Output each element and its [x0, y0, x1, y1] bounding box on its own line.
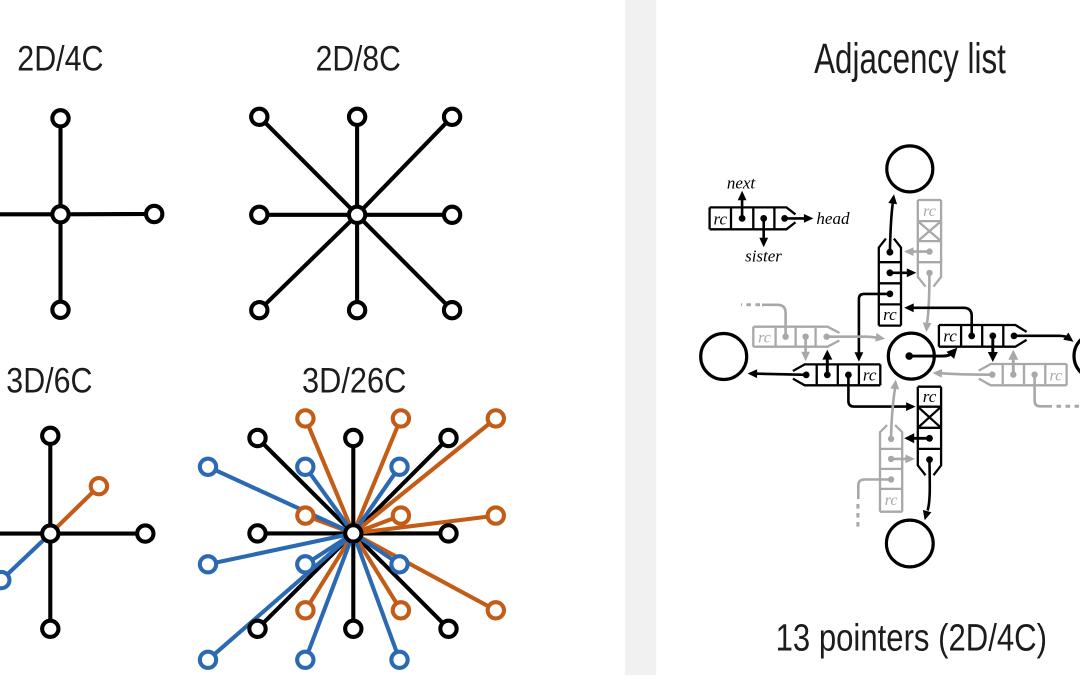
svg-text:rc: rc [943, 327, 957, 346]
svg-text:3D/26C: 3D/26C [302, 362, 406, 401]
svg-text:next: next [727, 174, 757, 193]
svg-text:rc: rc [714, 209, 728, 228]
svg-text:13 pointers (2D/4C): 13 pointers (2D/4C) [776, 618, 1047, 660]
svg-text:2D/8C: 2D/8C [316, 38, 401, 78]
svg-text:2D/4C: 2D/4C [17, 39, 103, 79]
svg-text:rc: rc [923, 203, 936, 220]
svg-text:rc: rc [758, 330, 771, 347]
svg-text:rc: rc [863, 366, 877, 385]
svg-text:sister: sister [745, 246, 782, 265]
svg-text:Adjacency list: Adjacency list [814, 34, 1006, 82]
svg-text:rc: rc [883, 305, 897, 324]
svg-text:head: head [816, 209, 850, 228]
svg-text:rc: rc [885, 492, 898, 509]
svg-text:3D/6C: 3D/6C [6, 360, 92, 400]
svg-text:rc: rc [1050, 368, 1063, 385]
svg-text:rc: rc [923, 387, 937, 406]
